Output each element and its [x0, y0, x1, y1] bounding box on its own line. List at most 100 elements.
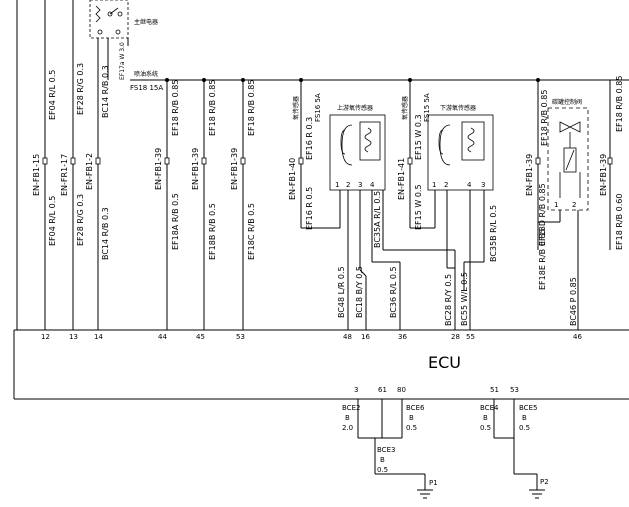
- wire-lower-label: EF18A R/B 0.5: [171, 193, 180, 250]
- bce6-size: 0.5: [406, 424, 417, 432]
- wire-bc35a: BC35A R/L 0.5: [373, 191, 382, 248]
- bce5-code: BCE5: [519, 404, 537, 412]
- right-connector: EN-FB1-39: [599, 154, 608, 196]
- wire-lower-label: EF04 R/L 0.5: [48, 196, 57, 246]
- valve-out-wire: BC46 P 0.85: [569, 277, 578, 326]
- ecu-pin: 12: [41, 333, 50, 341]
- feed-wire: EF16 R 0.3: [305, 117, 314, 160]
- sensor-box: [427, 114, 494, 191]
- ecu-label: ECU: [428, 353, 461, 372]
- valve-lower-wire-d: EF18D R/B 0.85: [538, 183, 547, 246]
- ecu-pin: 14: [94, 333, 103, 341]
- ecu-pin: 44: [158, 333, 167, 341]
- lower-wire: EF16 R 0.5: [305, 187, 314, 230]
- sensor-name: 上游氧传感器: [337, 104, 373, 112]
- relay-code-label: EF17a W 3.0: [119, 42, 126, 80]
- connector-label: EN-FB1-2: [85, 153, 94, 190]
- pin-2: 2: [346, 181, 350, 189]
- ecu-pin-48: 48: [343, 333, 352, 341]
- injection-system-label: 喷油系统: [134, 70, 158, 78]
- downstream-o2-sensor: 氧传感器 FS15 5A EF15 W 0.3 EN-FB1-41 EF15 W…: [397, 78, 498, 341]
- right-upper-wire: EF18 R/B 0.85: [615, 76, 624, 132]
- bce5-size: 0.5: [519, 424, 530, 432]
- ground-p2: P2: [540, 478, 549, 486]
- connector-label: EN-FB1-40: [288, 158, 297, 200]
- fuse-fs18-label: FS18 15A: [130, 84, 163, 92]
- wire-bc18: BC18 B/Y 0.5: [355, 266, 364, 318]
- ecu-block: ECU 3 61 80 51 53: [13, 329, 629, 400]
- ecu-bottom-pin-80: 80: [397, 386, 406, 394]
- wire-lower-label: EF28 R/G 0.3: [76, 194, 85, 246]
- valve-name: 碳罐控制阀: [552, 98, 582, 106]
- wire-upper-label: BC14 R/B 0.3: [101, 65, 110, 118]
- wire-upper-label: EF18 R/B 0.85: [208, 80, 217, 136]
- ecu-pin-55: 55: [466, 333, 475, 341]
- pin-4: 4: [467, 181, 472, 189]
- pin-3: 3: [358, 181, 362, 189]
- valve-upper-wire: EF18 R/B 0.85: [540, 90, 549, 146]
- wire-upper-label: EF18 R/B 0.85: [247, 80, 256, 136]
- ecu-pin-16: 16: [361, 333, 370, 341]
- ecu-pin: 45: [196, 333, 205, 341]
- fuse-rating: FS16 5A: [314, 93, 322, 122]
- wire-ef18c: EF18 R/B 0.85 EN-FB1-39 EF18C R/B 0.5 53: [230, 78, 256, 341]
- wire-bc55: BC55 W/L 0.5: [460, 272, 469, 326]
- valve-pin-2: 2: [572, 201, 576, 209]
- upstream-o2-sensor: 氧传感器 FS16 5A EF16 R 0.3 EN-FB1-40 EF16 R…: [288, 78, 456, 341]
- wire-bc48: BC48 L/R 0.5: [337, 266, 346, 318]
- bce4-color: B: [483, 414, 488, 422]
- valve-box: [547, 107, 589, 211]
- bce6-color: B: [409, 414, 414, 422]
- connector-label: EN-FB1-39: [230, 148, 239, 190]
- ecu-pin: 53: [236, 333, 245, 341]
- connector-label: EN-FB1-39: [525, 154, 534, 196]
- connector-label: EN-FB1-15: [32, 154, 41, 196]
- wire-bc14: BC14 R/B 0.3 EN-FB1-2 BC14 R/B 0.3 14: [85, 38, 110, 341]
- bce4-code: BCE4: [480, 404, 499, 412]
- ground-wiring: BCE2 B 2.0 BCE6 B 0.5 BCE3 B 0.5 P1 BCE4…: [342, 399, 549, 499]
- wire-lower-label: EF18B R/B 0.5: [208, 203, 217, 260]
- wire-ef04: EF04 R/L 0.5 EN-FB1-15 EF04 R/L 0.5 12: [32, 0, 57, 341]
- feed-wire: EF15 W 0.3: [414, 114, 423, 160]
- ecu-bottom-pin-51: 51: [490, 386, 499, 394]
- ecu-bottom-pin-3: 3: [354, 386, 358, 394]
- wire-bc36: BC36 R/L 0.5: [389, 266, 398, 318]
- valve-lower-wire-e: EF18E R/B 0.85: [538, 228, 547, 290]
- connector-label: EN-FB1-39: [154, 148, 163, 190]
- bce3-color: B: [380, 456, 385, 464]
- ecu-bottom-pin-53: 53: [510, 386, 519, 394]
- wire-bc35b: BC35B R/L 0.5: [489, 205, 498, 262]
- pin-1: 1: [335, 181, 339, 189]
- connector-label: EN-FB1-39: [191, 148, 200, 190]
- ecu-pin-36: 36: [398, 333, 407, 341]
- wire-ef28: EF28 R/G 0.3 EN-FR1-17 EF28 R/G 0.3 13: [60, 0, 85, 341]
- main-relay: 主继电器: [89, 0, 158, 39]
- wire-upper-label: EF04 R/L 0.5: [48, 70, 57, 120]
- pin-2: 2: [444, 181, 448, 189]
- left-wire-group: EF04 R/L 0.5 EN-FB1-15 EF04 R/L 0.5 12 E…: [32, 0, 256, 341]
- ground-p1: P1: [429, 479, 438, 487]
- wire-lower-label: EF18C R/B 0.5: [247, 203, 256, 260]
- ecu-pin: 13: [69, 333, 78, 341]
- connector-label: EN-FB1-41: [397, 158, 406, 200]
- bce5-color: B: [522, 414, 527, 422]
- wire-ef18a: EF18 R/B 0.85 EN-FB1-39 EF18A R/B 0.5 44: [154, 78, 180, 341]
- bce4-size: 0.5: [480, 424, 491, 432]
- canister-control-valve: EF18 R/B 0.85 EN-FB1-39 EF18D R/B 0.85 E…: [525, 78, 589, 341]
- connector-label: EN-FR1-17: [60, 154, 69, 196]
- ecu-bottom-pin-61: 61: [378, 386, 387, 394]
- sensor-name: 下游氧传感器: [440, 104, 476, 112]
- sensor-box: [329, 114, 386, 191]
- ecu-pin-28: 28: [451, 333, 460, 341]
- wire-lower-label: BC14 R/B 0.3: [101, 207, 110, 260]
- wire-bc28: BC28 R/Y 0.5: [444, 274, 453, 326]
- fuse-label: 氧传感器: [292, 96, 300, 120]
- lower-wire: EF15 W 0.5: [414, 184, 423, 230]
- bce3-code: BCE3: [377, 446, 395, 454]
- wire-ef18b: EF18 R/B 0.85 EN-FB1-39 EF18B R/B 0.5 45: [191, 78, 217, 341]
- pin-1: 1: [432, 181, 436, 189]
- right-edge-wire: EF18 R/B 0.85 EN-FB1-39 EF18 R/B 0.60: [599, 76, 624, 250]
- fuse-label: 氧传感器: [401, 96, 409, 120]
- valve-pin-1: 1: [554, 201, 558, 209]
